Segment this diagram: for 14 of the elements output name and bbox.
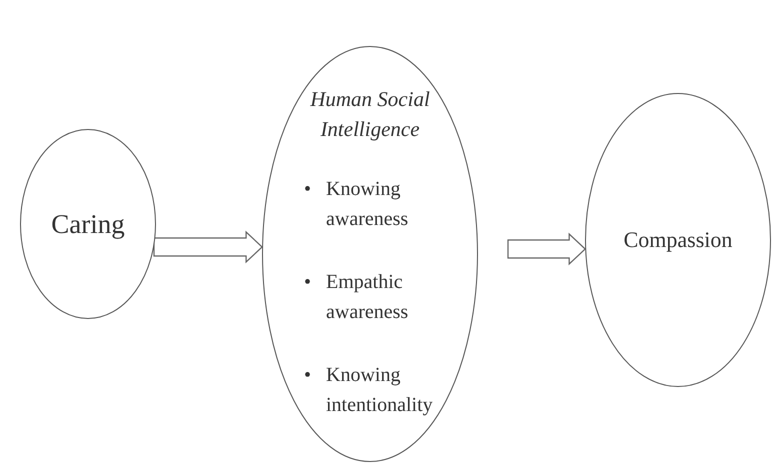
bullet-marker: •	[304, 270, 312, 295]
bullet-text: Knowing awareness	[326, 178, 408, 230]
bullet-text: Knowing intentionality	[326, 364, 433, 416]
bullet-marker: •	[304, 177, 312, 202]
bullet-text: Empathic awareness	[326, 271, 408, 323]
oval-node	[262, 46, 478, 462]
oval-node	[20, 129, 156, 319]
node-label: Caring	[50, 208, 126, 240]
node-label: Compassion	[622, 226, 734, 254]
heading: Human Social Intelligence	[309, 86, 431, 143]
block-arrow	[507, 232, 586, 266]
oval-node	[585, 93, 771, 387]
block-arrow	[153, 230, 263, 264]
bullet-marker: •	[304, 363, 312, 388]
